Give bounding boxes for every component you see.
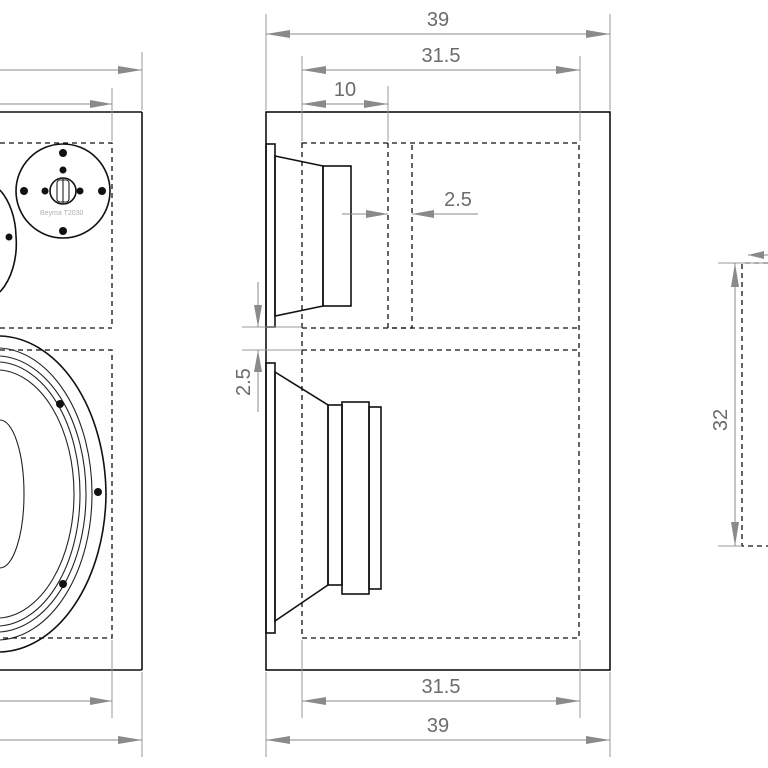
- front-view: Beyma T2030: [0, 52, 143, 757]
- side-cabinet-outline: [265, 111, 611, 671]
- upper-baffle: [265, 143, 276, 328]
- dim-total-bottom-label: 39: [427, 715, 449, 737]
- upper-driver-profile: [274, 155, 352, 317]
- tweeter-brand-label: Beyma T2030: [40, 210, 84, 217]
- lower-driver-profile: [274, 370, 382, 623]
- dim-inner-bottom: 31.5: [301, 640, 581, 718]
- front-view-dimensions: [0, 52, 143, 757]
- dim-baffle-gap: 2.5: [233, 282, 302, 412]
- dim-inner-bottom-label: 31.5: [422, 676, 461, 698]
- lower-baffle: [265, 362, 276, 634]
- dim-total-top-label: 39: [427, 9, 449, 31]
- dim-gap-label: 2.5: [444, 189, 472, 211]
- dim-inner-top: 31.5: [301, 45, 581, 141]
- dim-height-label: 32: [710, 409, 732, 431]
- dim-total-bottom: 39: [265, 672, 611, 757]
- dim-inner-top-label: 31.5: [422, 45, 461, 67]
- woofer-driver: [0, 335, 107, 653]
- dim-gap: 2.5: [342, 189, 478, 218]
- dim-total-top: 39: [265, 9, 611, 110]
- dim-tweeter-depth-label: 10: [334, 79, 356, 101]
- dim-baffle-gap-label: 2.5: [233, 368, 255, 396]
- tweeter: Beyma T2030: [15, 143, 111, 239]
- side-view: 39 31.5 10 2.5: [233, 9, 611, 757]
- midrange-driver: [0, 189, 18, 293]
- dim-tweeter-depth: 10: [302, 79, 389, 141]
- right-view: 32: [710, 251, 768, 547]
